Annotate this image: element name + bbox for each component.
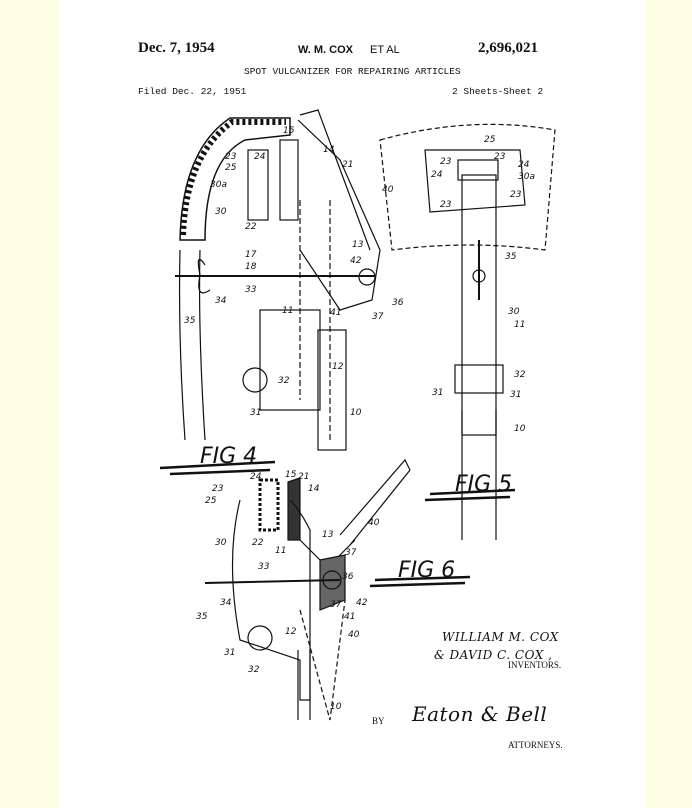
fig4-label: FIG 4: [200, 444, 257, 469]
ref-numeral: 11: [275, 546, 286, 556]
ref-numeral: 42: [350, 256, 361, 266]
ref-numeral: 14: [323, 145, 334, 155]
ref-numeral: 18: [245, 262, 256, 272]
fig6-drawing: [205, 460, 410, 720]
ref-numeral: 35: [184, 316, 195, 326]
ref-numeral: 37: [345, 548, 356, 558]
ref-numeral: 23: [440, 200, 451, 210]
ref-numeral: 40: [348, 630, 359, 640]
ref-numeral: 24: [254, 152, 265, 162]
ref-numeral: 41: [344, 612, 355, 622]
by-label: BY: [372, 716, 385, 726]
ref-numeral: 21: [298, 472, 309, 482]
ref-numeral: 33: [245, 285, 256, 295]
ref-numeral: 23: [440, 157, 451, 167]
ref-numeral: 22: [245, 222, 256, 232]
ref-numeral: 12: [332, 362, 343, 372]
ref-numeral: 24: [250, 472, 261, 482]
ref-numeral: 15: [285, 470, 296, 480]
ref-numeral: 35: [505, 252, 516, 262]
ref-numeral: 32: [514, 370, 525, 380]
fig5-label: FIG 5: [455, 472, 512, 497]
inventor-name-1: WILLIAM M. COX: [442, 630, 559, 644]
ref-numeral: 33: [258, 562, 269, 572]
ref-numeral: 11: [282, 306, 293, 316]
ref-numeral: 11: [514, 320, 525, 330]
ref-numeral: 22: [252, 538, 263, 548]
ref-numeral: 30: [508, 307, 519, 317]
ref-numeral: 32: [248, 665, 259, 675]
ref-numeral: 10: [330, 702, 341, 712]
ref-numeral: 36: [342, 572, 353, 582]
ref-numeral: 25: [205, 496, 216, 506]
ref-numeral: 23: [494, 152, 505, 162]
ref-numeral: 30a: [210, 180, 227, 190]
ref-numeral: 23: [212, 484, 223, 494]
ref-numeral: 34: [215, 296, 226, 306]
ref-numeral: 32: [278, 376, 289, 386]
ref-numeral: 37: [372, 312, 383, 322]
ref-numeral: 40: [368, 518, 379, 528]
attorneys-label: ATTORNEYS.: [508, 740, 563, 750]
ref-numeral: 31: [432, 388, 443, 398]
ref-numeral: 13: [352, 240, 363, 250]
ref-numeral: 21: [342, 160, 353, 170]
ref-numeral: 30: [215, 538, 226, 548]
ref-numeral: 15: [283, 126, 294, 136]
ref-numeral: 10: [514, 424, 525, 434]
ref-numeral: 31: [510, 390, 521, 400]
ref-numeral: 35: [196, 612, 207, 622]
ref-numeral: 23: [510, 190, 521, 200]
ref-numeral: 41: [330, 308, 341, 318]
ref-numeral: 12: [285, 627, 296, 637]
ref-numeral: 36: [392, 298, 403, 308]
ref-numeral: 25: [225, 163, 236, 173]
ref-numeral: 34: [220, 598, 231, 608]
ref-numeral: 30: [215, 207, 226, 217]
ref-numeral: 25: [484, 135, 495, 145]
ref-numeral: 10: [350, 408, 361, 418]
ref-numeral: 31: [250, 408, 261, 418]
ref-numeral: 37: [330, 600, 341, 610]
ref-numeral: 13: [322, 530, 333, 540]
fig6-label: FIG 6: [398, 558, 455, 583]
ref-numeral: 40: [382, 185, 393, 195]
ref-numeral: 23: [225, 152, 236, 162]
inventors-label: INVENTORS.: [508, 660, 561, 670]
ref-numeral: 42: [356, 598, 367, 608]
ref-numeral: 30a: [518, 172, 535, 182]
ref-numeral: 14: [308, 484, 319, 494]
ref-numeral: 24: [518, 160, 529, 170]
attorney-signature: Eaton & Bell: [412, 702, 547, 726]
ref-numeral: 24: [431, 170, 442, 180]
ref-numeral: 17: [245, 250, 256, 260]
ref-numeral: 31: [224, 648, 235, 658]
